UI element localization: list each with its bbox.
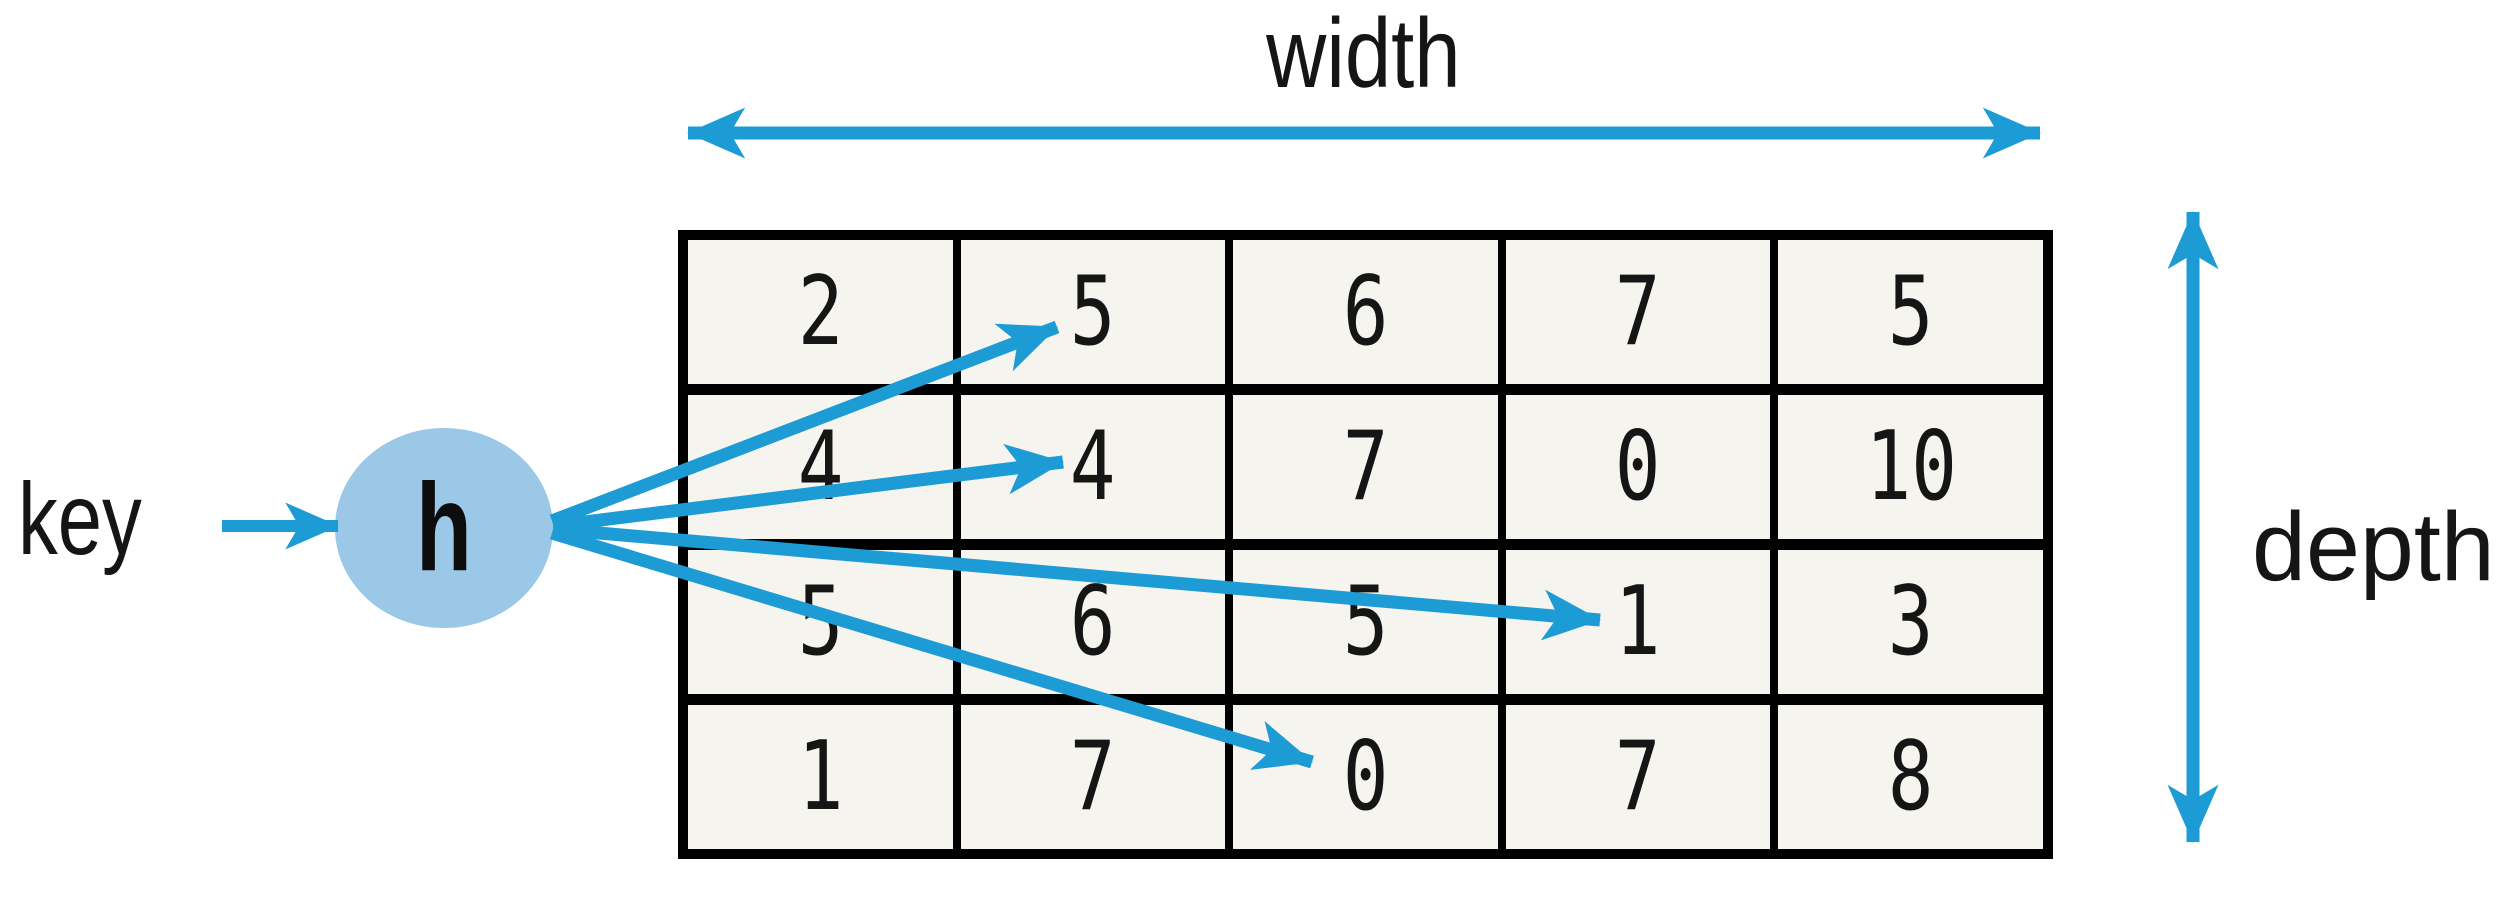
grid-cell-r4c1: 1: [688, 705, 953, 849]
depth-label-text: depth: [2252, 492, 2495, 601]
grid-cell-r1c2: 5: [960, 240, 1226, 384]
grid-cell-r1c1: 2: [688, 240, 953, 384]
grid-cell-r3c3: 5: [1233, 550, 1498, 694]
grid-cell-r3c2: 6: [960, 550, 1226, 694]
grid-cell-r1c5: 5: [1778, 240, 2043, 384]
grid-cell-r4c3: 0: [1233, 705, 1498, 849]
width-label: width: [1222, 4, 1504, 102]
grid-cell-r1c4: 7: [1505, 240, 1771, 384]
grid-cell-r2c2: 4: [960, 395, 1226, 539]
grid-cell-r2c4: 0: [1505, 395, 1771, 539]
grid-cell-r4c5: 8: [1778, 705, 2043, 849]
hash-function-label: h: [415, 459, 473, 597]
grid-cell-r3c5: 3: [1778, 550, 2043, 694]
grid-cell-r4c4: 7: [1505, 705, 1771, 849]
hash-function-circle: h: [335, 428, 553, 628]
grid-cell-r2c3: 7: [1233, 395, 1498, 539]
grid-cell-r2c5: 10: [1778, 395, 2043, 539]
grid-cell-r3c4: 1: [1505, 550, 1771, 694]
grid-cell-r3c1: 5: [688, 550, 953, 694]
depth-label: depth: [2252, 498, 2495, 595]
sketch-grid: 2 5 6 7 5 4 4 7 0 10 5 6 5 1 3 1 7 0 7 8: [678, 230, 2053, 859]
grid-cell-r2c1: 4: [688, 395, 953, 539]
key-label: key: [18, 468, 177, 570]
width-label-text: width: [1265, 0, 1461, 108]
grid-cell-r4c2: 7: [960, 705, 1226, 849]
grid-cell-r1c3: 6: [1233, 240, 1498, 384]
key-label-text: key: [18, 462, 142, 576]
